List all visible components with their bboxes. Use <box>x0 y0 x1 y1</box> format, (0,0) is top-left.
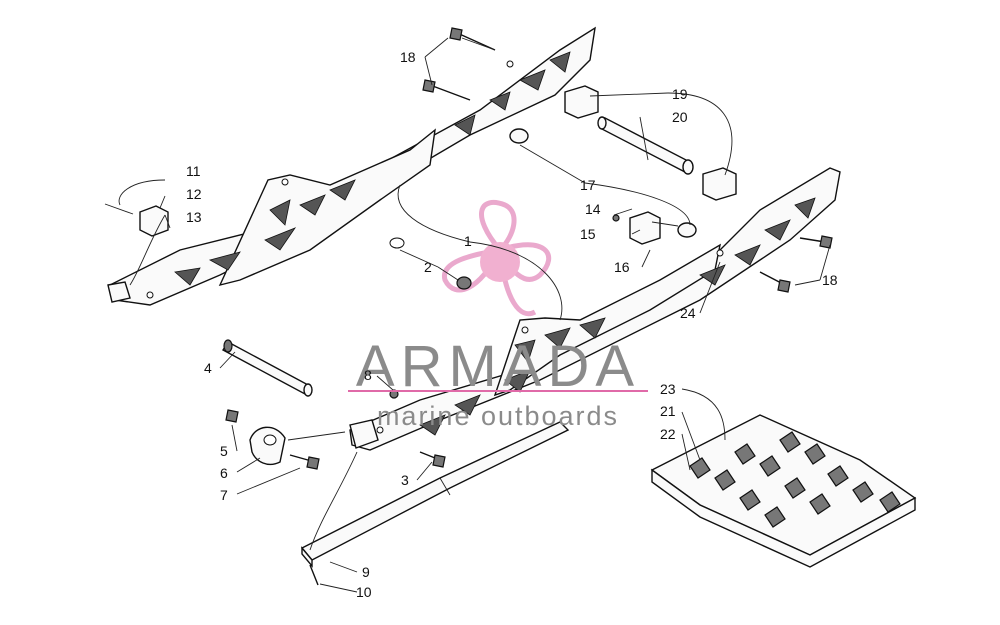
callout-15: 15 <box>580 226 596 242</box>
callout-19: 19 <box>672 86 688 102</box>
watermark-logo <box>442 199 552 317</box>
callout-5: 5 <box>220 443 228 459</box>
callout-18-right: 18 <box>822 272 838 288</box>
callout-20: 20 <box>672 109 688 125</box>
callout-22: 22 <box>660 426 676 442</box>
callout-6: 6 <box>220 465 228 481</box>
callout-3: 3 <box>401 472 409 488</box>
callout-9: 9 <box>362 564 370 580</box>
callout-1: 1 <box>464 233 472 249</box>
spacer-blocks <box>139 85 737 245</box>
callout-14: 14 <box>585 201 601 217</box>
callout-11: 11 <box>186 163 201 179</box>
bushings <box>389 128 697 399</box>
callout-13: 13 <box>186 209 202 225</box>
right-rail-front <box>349 167 841 451</box>
watermark-subtitle: marine outboards <box>377 401 619 431</box>
watermark-title: ARMADA <box>356 334 640 399</box>
callout-17: 17 <box>580 177 596 193</box>
left-rail-back <box>107 26 596 306</box>
slide-wear-strip <box>300 421 570 568</box>
callout-18-top: 18 <box>400 49 416 65</box>
callout-23: 23 <box>660 381 676 397</box>
callout-4: 4 <box>204 360 212 376</box>
callouts: 18 19 20 11 12 13 17 14 15 1 2 16 18 24 … <box>186 49 838 600</box>
watermark-text: ARMADA marine outboards <box>348 334 648 431</box>
callout-7: 7 <box>220 487 228 503</box>
callout-16: 16 <box>614 259 630 275</box>
bumper-block <box>225 409 286 466</box>
rear-axle-shaft <box>222 339 313 397</box>
bolts <box>104 27 833 586</box>
callout-10: 10 <box>356 584 372 600</box>
callout-21: 21 <box>660 403 676 419</box>
leader-lines <box>118 37 831 593</box>
callout-24: 24 <box>680 305 696 321</box>
track-section <box>650 414 917 568</box>
callout-12: 12 <box>186 186 202 202</box>
callout-2: 2 <box>424 259 432 275</box>
track-lugs <box>689 431 901 528</box>
callout-8: 8 <box>364 367 372 383</box>
